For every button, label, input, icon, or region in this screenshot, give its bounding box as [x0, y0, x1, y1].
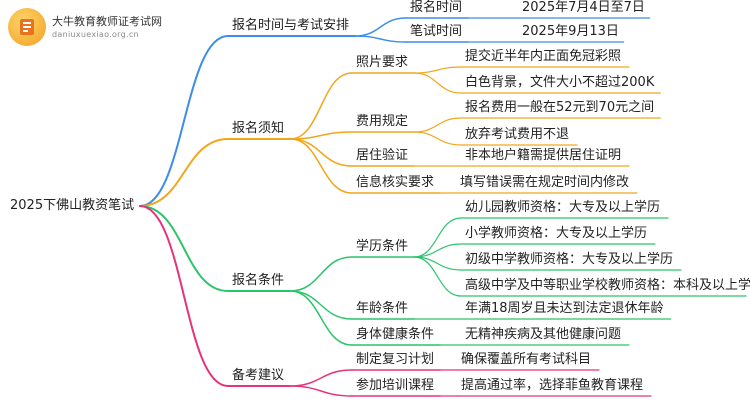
subtopic: 学历条件	[356, 239, 409, 254]
subtopic: 制定复习计划	[356, 352, 435, 367]
logo-badge-icon	[8, 8, 46, 46]
subtopic-link-3-1	[289, 385, 353, 397]
subtopic-link-3-0	[289, 369, 353, 387]
detail-item: 非本地户籍需提供居住证明	[465, 148, 622, 163]
detail-item: 报名费用一般在52元到70元之间	[465, 100, 655, 115]
logo: 大牛教育教师证考试网 daniuxuexiao.org.cn	[8, 8, 162, 46]
detail-link-1-0-0	[413, 66, 462, 74]
branch-link-2	[139, 205, 229, 292]
subtopic: 照片要求	[356, 55, 409, 70]
subtopic: 参加培训课程	[356, 378, 435, 393]
subtopic-link-2-1	[289, 290, 353, 320]
subtopic: 报名时间	[410, 0, 463, 15]
detail-link-1-0-1	[413, 72, 462, 94]
root-topic: 2025下佛山教资笔试	[10, 198, 135, 213]
subtopic: 笔试时间	[410, 24, 463, 39]
branch-topic: 报名条件	[232, 273, 285, 288]
subtopic-link-2-0	[289, 256, 353, 292]
branch-link-1	[139, 138, 229, 207]
detail-link-2-0-0	[413, 217, 462, 258]
branch-topic: 报名须知	[232, 121, 285, 136]
detail-item: 提高通过率，选择菲鱼教育课程	[461, 378, 644, 393]
subtopic: 居住验证	[356, 148, 409, 163]
subtopic-link-0-0	[354, 17, 407, 37]
subtopic: 信息核实要求	[356, 175, 435, 190]
logo-title: 大牛教育教师证考试网	[52, 14, 162, 28]
detail-link-1-1-0	[413, 117, 462, 133]
branch-link-0	[139, 35, 229, 207]
detail-item: 白色背景，文件大小不超过200K	[465, 75, 655, 90]
branch-topic: 报名时间与考试安排	[232, 18, 350, 33]
subtopic-link-2-2	[289, 290, 353, 346]
branch-link-3	[139, 205, 229, 387]
branch-topic: 备考建议	[232, 368, 285, 383]
subtopic: 身体健康条件	[356, 327, 435, 342]
detail-item: 无精神疾病及其他健康问题	[465, 327, 622, 342]
subtopic-link-0-1	[354, 35, 407, 43]
detail-link-2-0-1	[413, 243, 462, 258]
subtopic-link-1-0	[289, 72, 353, 140]
detail-item: 初级中学教师资格：大专及以上学历	[465, 252, 674, 267]
logo-subtitle: daniuxuexiao.org.cn	[52, 29, 139, 39]
detail-item: 2025年9月13日	[522, 24, 619, 39]
detail-item: 幼儿园教师资格：大专及以上学历	[465, 200, 661, 215]
detail-link-2-0-3	[413, 256, 462, 297]
subtopic: 费用规定	[356, 114, 409, 129]
detail-item: 2025年7月4日至7日	[522, 0, 645, 15]
detail-item: 填写错误需在规定时间内修改	[460, 175, 630, 190]
detail-item: 小学教师资格：大专及以上学历	[465, 226, 648, 241]
detail-link-1-1-1	[413, 131, 462, 146]
subtopic-link-1-3	[289, 138, 353, 194]
detail-item: 年满18周岁且未达到法定退休年龄	[465, 301, 664, 316]
subtopic: 年龄条件	[356, 301, 409, 316]
detail-item: 放弃考试费用不退	[465, 127, 570, 142]
detail-item: 提交近半年内正面免冠彩照	[465, 49, 622, 64]
detail-item: 高级中学及中等职业学校教师资格：本科及以上学历	[465, 278, 750, 293]
subtopic-link-1-2	[289, 138, 353, 167]
subtopic-link-1-1	[289, 131, 353, 140]
detail-item: 确保覆盖所有考试科目	[461, 352, 592, 367]
